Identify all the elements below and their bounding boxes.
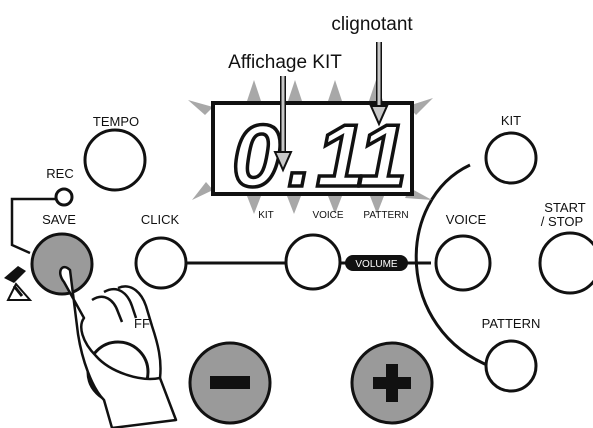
- volume-label: VOLUME: [355, 259, 398, 270]
- voice-label: VOICE: [446, 212, 487, 227]
- clignotant-label: clignotant: [331, 14, 413, 35]
- rec-label: REC: [46, 166, 73, 181]
- pattern-label: PATTERN: [482, 316, 541, 331]
- click-label: CLICK: [141, 212, 180, 227]
- blink-mark: [328, 80, 342, 101]
- blink-mark: [408, 98, 433, 115]
- blink-mark: [247, 196, 261, 214]
- click-button[interactable]: [134, 236, 188, 290]
- blink-mark: [247, 80, 261, 101]
- start-stop-button[interactable]: [538, 231, 593, 295]
- affichage-kit-label: Affichage KIT: [228, 52, 342, 73]
- hand-pointer-icon: [59, 265, 178, 428]
- display-label-pattern: PATTERN: [363, 210, 408, 221]
- blink-mark: [192, 182, 213, 200]
- rec-connector-line: [10, 197, 58, 255]
- annotation-arrows: [273, 42, 389, 173]
- pedal-shape: [4, 266, 26, 283]
- pedal-icon: [4, 266, 33, 301]
- off-label-partial: FF: [134, 316, 150, 331]
- minus-icon: [210, 376, 250, 389]
- start-label: START: [544, 200, 585, 215]
- hand-finger-3: [103, 287, 138, 319]
- kit-pattern-arc: [414, 163, 493, 369]
- display-label-voice: VOICE: [312, 210, 343, 221]
- voice-button[interactable]: [434, 234, 492, 292]
- kit-arrow-head: [273, 151, 293, 173]
- kit-button[interactable]: [484, 131, 538, 185]
- tempo-button[interactable]: [83, 128, 147, 192]
- hand-finger-4: [117, 285, 162, 379]
- save-button[interactable]: [30, 232, 94, 296]
- hand-finger-2: [91, 295, 124, 323]
- blink-mark: [328, 196, 342, 214]
- blink-mark: [288, 80, 302, 101]
- pedal-arm: [12, 285, 24, 297]
- stop-label: / STOP: [541, 214, 583, 229]
- pattern-button[interactable]: [484, 339, 538, 393]
- hand-palm: [59, 265, 178, 428]
- blink-mark: [188, 100, 213, 115]
- blink-indicators: [188, 80, 433, 214]
- display-digit-2: 1: [358, 106, 407, 205]
- blink-mark: [287, 196, 301, 214]
- volume-knob-button[interactable]: [284, 233, 342, 291]
- display-digit-0: 0.: [232, 106, 312, 205]
- kit-label: KIT: [501, 113, 521, 128]
- clignotant-arrow-head: [369, 105, 389, 127]
- blink-mark: [370, 196, 384, 214]
- plus-icon-bar-v: [386, 364, 398, 402]
- rec-led-icon: [54, 187, 74, 207]
- tempo-label: TEMPO: [93, 114, 139, 129]
- save-label: SAVE: [42, 212, 76, 227]
- volume-badge: [345, 255, 408, 271]
- display-digit-1: 1: [316, 106, 365, 205]
- display-label-kit: KIT: [258, 210, 274, 221]
